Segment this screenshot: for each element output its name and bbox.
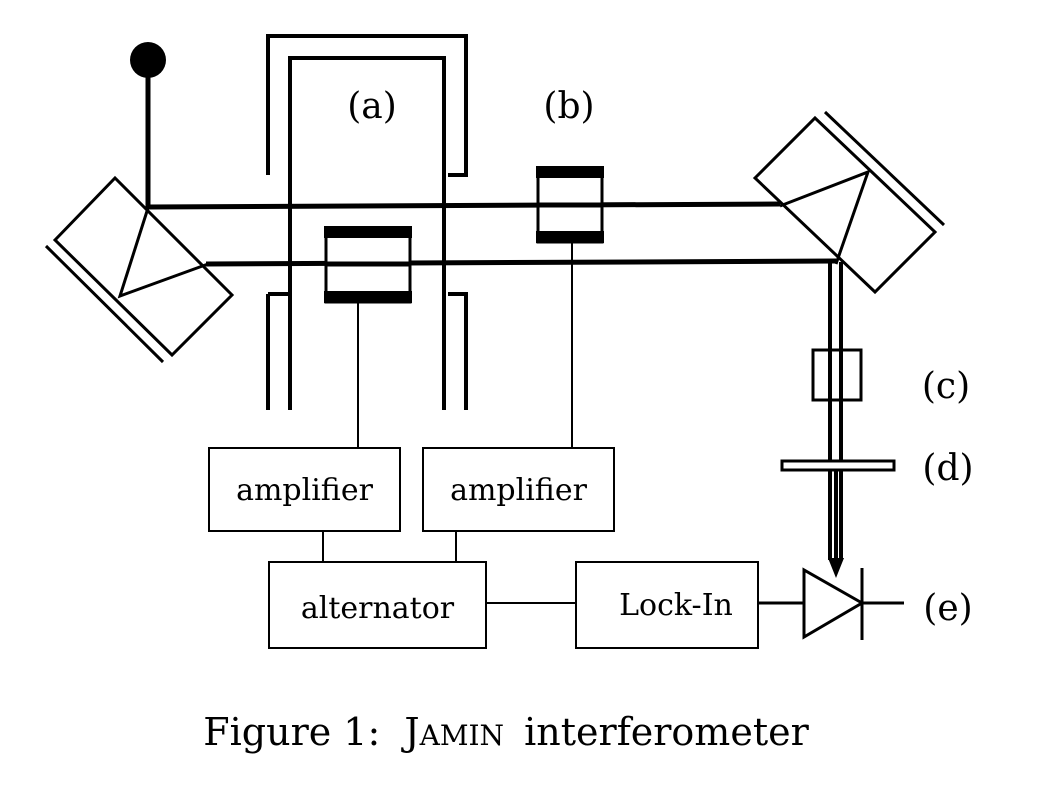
lockin-box: Lock-In (575, 561, 759, 649)
alternator-label: alternator (301, 591, 455, 626)
modulator-cell-b (536, 166, 604, 244)
light-source (130, 42, 166, 208)
element-d-plate (780, 459, 896, 472)
right-jamin-plate (752, 110, 946, 295)
figure-caption: Figure 1: JAMIN interferometer (203, 710, 809, 754)
lockin-label: Lock-In (619, 588, 733, 623)
lower-beam (205, 258, 837, 267)
gas-chamber-a (266, 34, 468, 410)
left-jamin-plate (44, 175, 235, 364)
label-a: (a) (347, 86, 397, 127)
output-beam (828, 262, 843, 560)
upper-beam (147, 201, 781, 210)
amplifier-left-box: amplifier (208, 447, 401, 532)
label-e: (e) (923, 588, 972, 629)
caption-suffix: interferometer (524, 710, 809, 754)
amplifier-right-label: amplifier (450, 473, 587, 508)
modulator-cell-lower (324, 226, 412, 304)
caption-prefix: Figure 1: (203, 710, 380, 754)
alternator-box: alternator (268, 561, 487, 649)
detector-arrow (828, 470, 844, 578)
label-c: (c) (922, 366, 970, 407)
element-c (811, 348, 863, 402)
label-d: (d) (922, 448, 973, 489)
caption-name-initial: J (400, 710, 419, 754)
amplifier-left-label: amplifier (236, 473, 373, 508)
label-b: (b) (543, 86, 594, 127)
photodiode-detector (758, 567, 904, 640)
amplifier-right-box: amplifier (422, 447, 615, 532)
caption-name-rest: AMIN (419, 719, 504, 752)
wiring (322, 243, 576, 604)
